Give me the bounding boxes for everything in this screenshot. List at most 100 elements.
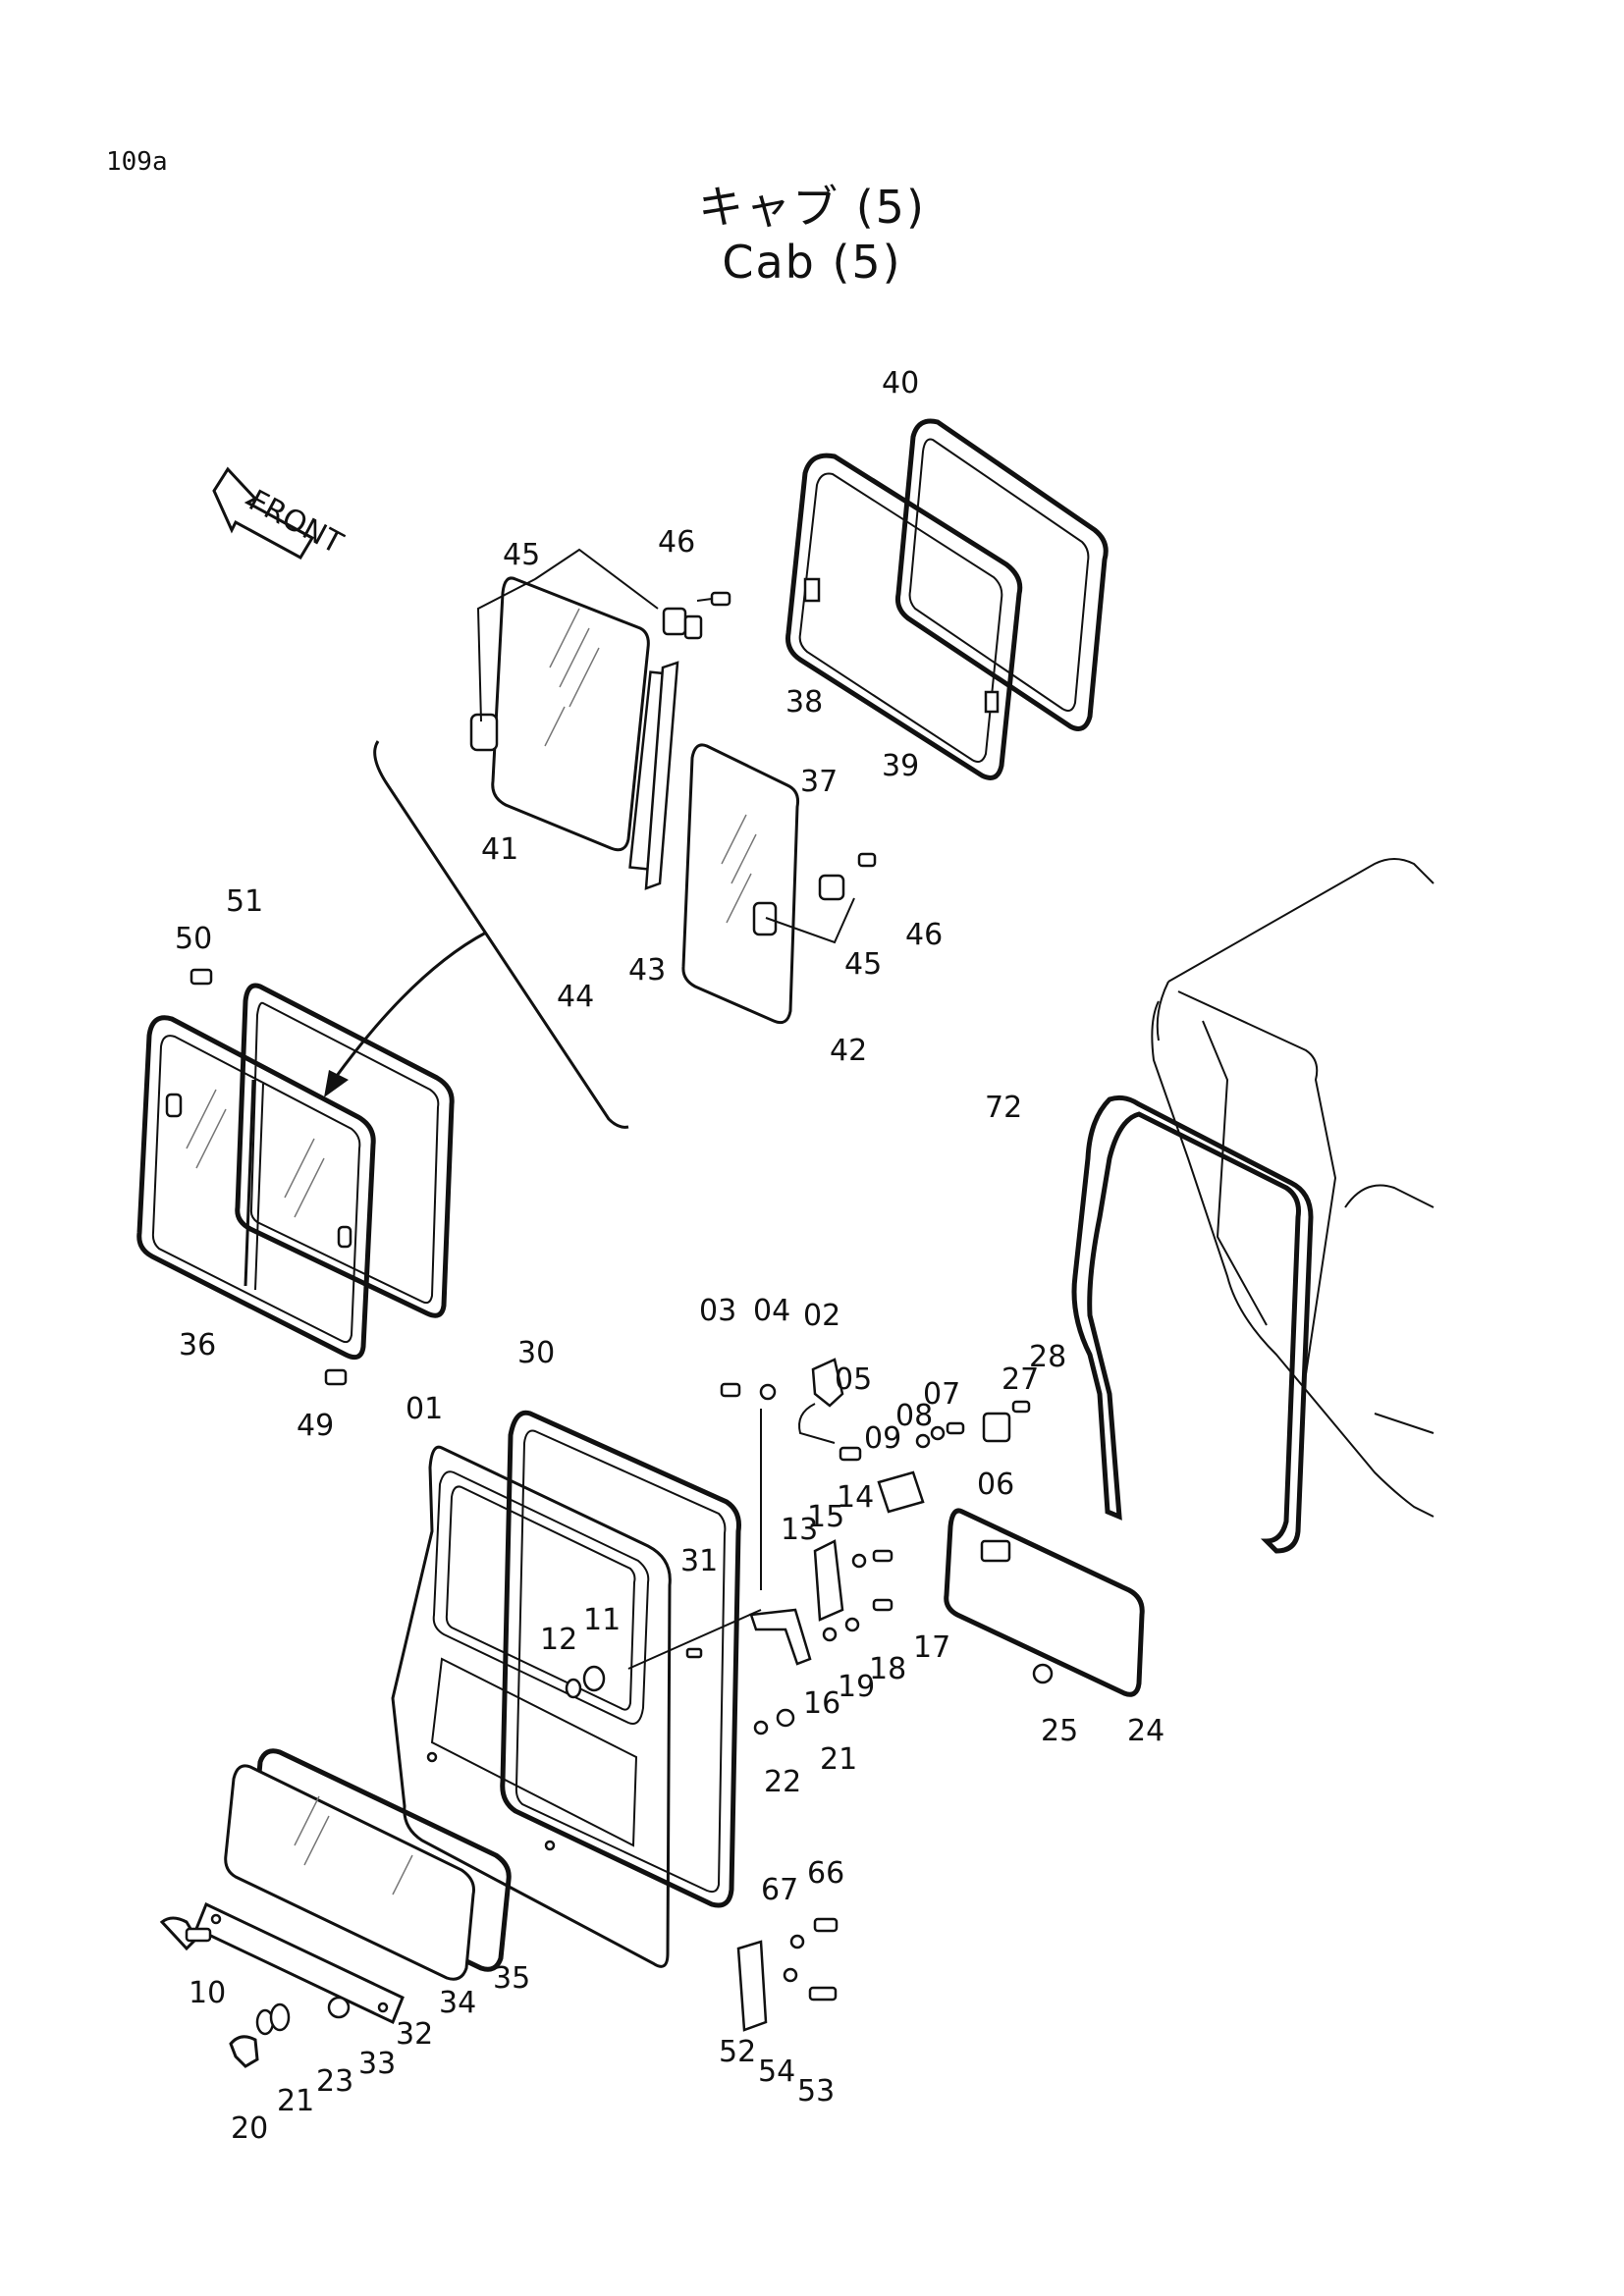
- callout-31: 31: [680, 1544, 718, 1578]
- callout-08: 08: [895, 1399, 933, 1433]
- washer-22: [753, 1720, 769, 1735]
- callout-01: 01: [406, 1392, 443, 1426]
- bolt-66: [813, 1917, 839, 1933]
- screw-31: [685, 1647, 703, 1659]
- callout-34: 34: [439, 1986, 476, 2020]
- block-49: [324, 1368, 348, 1386]
- callout-51: 51: [226, 884, 263, 919]
- callout-66: 66: [807, 1856, 844, 1891]
- callout-14: 14: [837, 1480, 874, 1515]
- page-number: 109a: [106, 147, 168, 177]
- callout-39: 39: [882, 749, 919, 783]
- rail-43: [644, 661, 679, 890]
- callout-13: 13: [781, 1513, 818, 1547]
- front-direction-arrow: FRONT: [212, 466, 350, 561]
- clip-39: [984, 690, 1000, 714]
- rod-05: [798, 1403, 836, 1444]
- nut-21a: [776, 1708, 795, 1728]
- washer-67: [789, 1934, 805, 1949]
- hinge-52: [736, 1940, 768, 2032]
- window-seal-51: [235, 983, 455, 1318]
- callout-06: 06: [977, 1468, 1014, 1502]
- washer-23: [269, 2002, 291, 2032]
- callout-33: 33: [358, 2047, 396, 2081]
- callout-40: 40: [882, 366, 919, 400]
- bolt-28: [1011, 1400, 1031, 1414]
- knob-25: [1032, 1663, 1054, 1684]
- callout-18: 18: [869, 1652, 906, 1686]
- callout-37: 37: [800, 765, 838, 799]
- washer-04: [759, 1383, 777, 1401]
- callout-05: 05: [835, 1362, 872, 1397]
- cab-body: [1151, 858, 1435, 1518]
- hinge-45-top: [662, 607, 703, 640]
- callout-07: 07: [923, 1377, 960, 1412]
- callout-21-right: 21: [820, 1742, 857, 1777]
- window-frame-37: [785, 453, 1023, 780]
- glass-panel-42: [681, 743, 799, 1025]
- callout-16: 16: [803, 1686, 840, 1721]
- latch-45b: [752, 901, 778, 936]
- nut-11: [582, 1665, 606, 1692]
- callout-41: 41: [481, 832, 518, 867]
- callout-38: 38: [785, 685, 823, 720]
- washer-18: [844, 1617, 860, 1632]
- bolt-53: [808, 1986, 838, 2002]
- callout-03: 03: [699, 1294, 736, 1328]
- bolt-46-mid: [857, 852, 877, 868]
- latch-02: [811, 1358, 844, 1408]
- callout-43: 43: [628, 953, 666, 988]
- handle-10: [159, 1916, 212, 1951]
- callout-45-mid: 45: [844, 947, 882, 982]
- callout-09: 09: [864, 1421, 901, 1456]
- callout-10: 10: [189, 1976, 226, 2010]
- callout-50: 50: [175, 922, 212, 956]
- lower-glass-34: [224, 1764, 475, 1981]
- bracket-16: [749, 1608, 812, 1666]
- callout-21-left: 21: [277, 2084, 314, 2118]
- bar-32: [194, 1901, 405, 2025]
- callout-19: 19: [838, 1670, 875, 1704]
- block-27: [982, 1412, 1011, 1443]
- callout-46-mid: 46: [905, 918, 943, 952]
- page-title-english: Cab (5): [722, 236, 902, 289]
- callout-72: 72: [985, 1091, 1022, 1125]
- callout-32: 32: [396, 2017, 433, 2052]
- callout-27: 27: [1001, 1362, 1039, 1397]
- page-title-japanese: キャブ (5): [698, 181, 926, 234]
- callout-46-top: 46: [658, 525, 695, 560]
- callout-25: 25: [1041, 1714, 1078, 1748]
- bracket-06: [877, 1470, 925, 1514]
- window-frame-40: [895, 418, 1109, 731]
- door-01: [391, 1445, 672, 1968]
- callout-54: 54: [758, 2055, 795, 2089]
- callout-28: 28: [1029, 1340, 1066, 1374]
- door-seal-30: [500, 1410, 741, 1908]
- callout-36: 36: [179, 1328, 216, 1362]
- callout-22: 22: [764, 1765, 801, 1799]
- hinge-45-mid: [818, 852, 877, 901]
- door-seal-72: [1071, 1095, 1314, 1554]
- bolt-17: [872, 1598, 893, 1612]
- callout-24: 24: [1127, 1714, 1164, 1748]
- bolt-14: [872, 1549, 893, 1563]
- callout-35: 35: [493, 1961, 530, 1996]
- callout-67: 67: [761, 1873, 798, 1907]
- callout-49: 49: [297, 1409, 334, 1443]
- washer-08: [930, 1425, 946, 1441]
- front-label: FRONT: [244, 484, 350, 561]
- plate-13: [813, 1539, 844, 1622]
- callout-12: 12: [540, 1623, 577, 1657]
- callout-15: 15: [807, 1500, 844, 1534]
- washer-54: [783, 1967, 798, 1983]
- clip-38: [803, 577, 821, 603]
- panel-24: [944, 1508, 1145, 1697]
- glass-panel-41: [469, 576, 650, 852]
- callout-42: 42: [830, 1034, 867, 1068]
- sliding-window-36: [136, 1015, 376, 1361]
- handle-20: [229, 2035, 259, 2068]
- callout-04: 04: [753, 1294, 790, 1328]
- latch-45: [469, 713, 499, 752]
- callout-20: 20: [231, 2111, 268, 2146]
